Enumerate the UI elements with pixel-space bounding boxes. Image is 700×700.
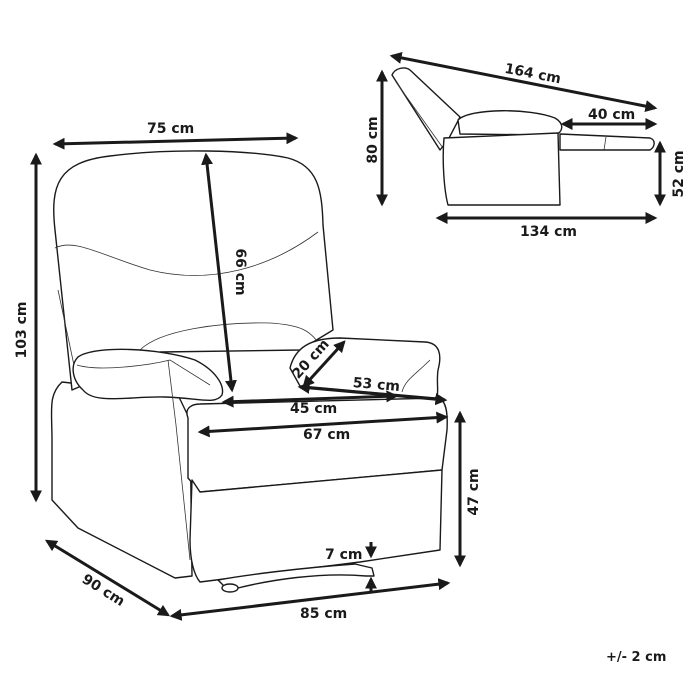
side-body (442, 132, 561, 206)
label-footrest-length: 40 cm (588, 107, 635, 123)
dimension-lines (30, 51, 666, 621)
label-ground-clearance: 7 cm (325, 547, 363, 563)
dim-line-75 (52, 132, 299, 150)
dim-line-164 (389, 51, 658, 113)
label-base-length: 134 cm (520, 224, 577, 240)
tolerance-note: +/- 2 cm (606, 650, 667, 665)
chair-backrest (53, 150, 334, 391)
chair-side-view (391, 67, 655, 206)
side-footrest (559, 133, 655, 151)
label-depth: 90 cm (79, 571, 128, 610)
dim-line-85 (169, 578, 451, 621)
dim-line-20 (302, 340, 346, 388)
backrest-seam-upper (54, 231, 319, 276)
label-base-width: 85 cm (300, 606, 347, 622)
label-seat-width: 45 cm (290, 401, 337, 417)
backrest-side-line (57, 289, 76, 371)
label-backrest-height: 66 cm (232, 248, 248, 295)
footrest-divider (603, 136, 607, 151)
footrest-foot (221, 583, 239, 593)
dim-line-90 (44, 539, 171, 617)
chair-footrest-panel (189, 469, 443, 583)
chair-left-armrest (72, 348, 224, 401)
label-inner-width: 67 cm (303, 427, 350, 443)
chair-left-side (50, 381, 193, 579)
armrest-left-seam (76, 359, 211, 386)
dim-line-66 (201, 152, 237, 393)
label-footrest-height: 52 cm (671, 150, 687, 197)
armrest-left-vertical (167, 359, 191, 561)
chair-front-view (50, 150, 448, 593)
dim-line-45 (221, 390, 399, 408)
label-side-height: 80 cm (365, 116, 381, 163)
label-seat-height: 47 cm (466, 468, 482, 515)
side-armrest (457, 110, 563, 136)
label-seat-depth: 53 cm (352, 375, 400, 395)
label-width-top: 75 cm (147, 121, 194, 137)
dim-line-67 (197, 411, 449, 438)
backrest-seam-lower (139, 322, 321, 351)
label-total-height: 103 cm (14, 302, 30, 359)
